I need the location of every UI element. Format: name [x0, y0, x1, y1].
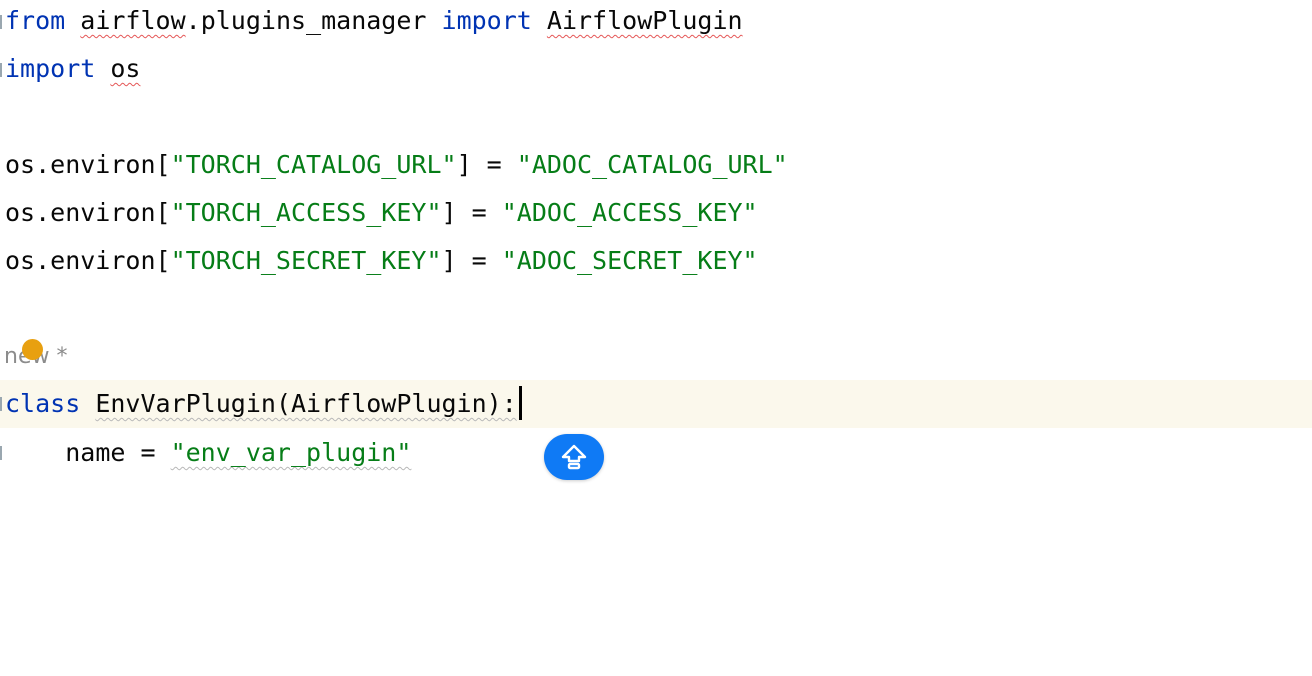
string-literal: "env_var_plugin": [170, 438, 412, 467]
keyword: class: [5, 389, 81, 418]
code-line-5[interactable]: os.environ["TORCH_ACCESS_KEY"] = "ADOC_A…: [0, 189, 1312, 237]
keyword: import: [5, 54, 96, 83]
string-literal: "ADOC_CATALOG_URL": [516, 150, 788, 179]
assignment: ] =: [456, 150, 517, 179]
string-literal: "TORCH_ACCESS_KEY": [170, 198, 442, 227]
attribute-assignment: name =: [65, 438, 171, 467]
string-literal: "TORCH_CATALOG_URL": [170, 150, 457, 179]
string-literal: "TORCH_SECRET_KEY": [170, 246, 442, 275]
class-signature: EnvVarPlugin(AirflowPlugin):: [95, 389, 517, 418]
shift-up-arrow-button[interactable]: [544, 434, 604, 480]
keyword: from: [5, 6, 66, 35]
gutter-marker: [0, 63, 2, 77]
indent: [5, 438, 65, 467]
code-line-current[interactable]: class EnvVarPlugin(AirflowPlugin):: [0, 380, 1312, 428]
imported-name: AirflowPlugin: [546, 6, 743, 35]
assignment: ] =: [441, 198, 502, 227]
module-path: .plugins_manager: [185, 6, 427, 35]
assignment: ] =: [441, 246, 502, 275]
change-marker-icon[interactable]: [22, 339, 43, 360]
code-line-6[interactable]: os.environ["TORCH_SECRET_KEY"] = "ADOC_S…: [0, 237, 1312, 285]
code-line-4[interactable]: os.environ["TORCH_CATALOG_URL"] = "ADOC_…: [0, 141, 1312, 189]
code-line-1[interactable]: from airflow.plugins_manager import Airf…: [0, 0, 1312, 45]
imported-name: os: [110, 54, 141, 83]
code-line-2[interactable]: import os: [0, 45, 1312, 93]
string-literal: "ADOC_SECRET_KEY": [501, 246, 758, 275]
module-name: airflow: [80, 6, 186, 35]
code-line-10[interactable]: name = "env_var_plugin": [0, 429, 1312, 477]
gutter-marker: [0, 446, 2, 460]
string-literal: "ADOC_ACCESS_KEY": [501, 198, 758, 227]
environ-access: os.environ[: [5, 246, 171, 275]
gutter-marker: [0, 397, 2, 411]
shift-up-arrow-icon: [561, 444, 587, 470]
keyword: import: [441, 6, 532, 35]
gutter-marker: [0, 15, 2, 29]
text-caret: [518, 386, 522, 420]
environ-access: os.environ[: [5, 150, 171, 179]
environ-access: os.environ[: [5, 198, 171, 227]
